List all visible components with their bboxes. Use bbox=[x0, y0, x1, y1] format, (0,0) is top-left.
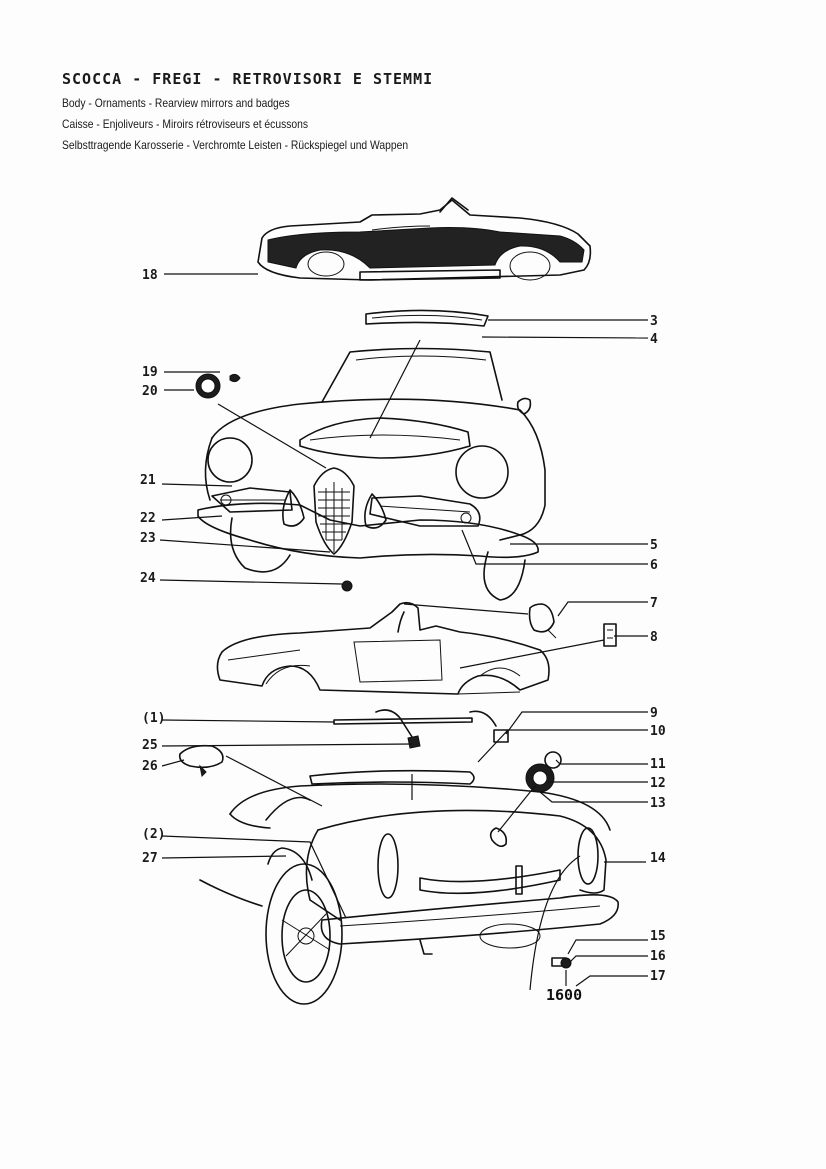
model-badge-text: 1600 bbox=[546, 986, 582, 1004]
callout-16: 16 bbox=[650, 949, 666, 964]
callout-25: 25 bbox=[142, 738, 158, 753]
callout-12: 12 bbox=[650, 776, 666, 791]
callout-1-paren: (1) bbox=[142, 711, 165, 726]
body-shell-icon bbox=[216, 601, 617, 695]
callout-27: 27 bbox=[142, 851, 158, 866]
callout-10: 10 bbox=[650, 724, 666, 739]
callout-13: 13 bbox=[650, 796, 666, 811]
front-view-car-icon bbox=[197, 347, 546, 601]
callout-5: 5 bbox=[650, 538, 658, 553]
trim-strip-icon bbox=[333, 709, 509, 749]
mirror-icon bbox=[178, 744, 224, 778]
callout-15: 15 bbox=[650, 929, 666, 944]
callout-22: 22 bbox=[140, 511, 156, 526]
page-title: SCOCCA - FREGI - RETROVISORI E STEMMI bbox=[62, 70, 434, 88]
callout-23: 23 bbox=[140, 531, 156, 546]
callout-6: 6 bbox=[650, 558, 658, 573]
callout-18: 18 bbox=[142, 268, 158, 283]
callout-7: 7 bbox=[650, 596, 658, 611]
callout-19: 19 bbox=[142, 365, 158, 380]
subtitle-french: Caisse - Enjoliveurs - Miroirs rétrovise… bbox=[62, 117, 309, 131]
hood-scoop-icon bbox=[365, 309, 489, 327]
badge-icon bbox=[195, 373, 353, 592]
callout-4: 4 bbox=[650, 332, 658, 347]
callout-26: 26 bbox=[142, 759, 158, 774]
callout-3: 3 bbox=[650, 314, 658, 329]
callout-17: 17 bbox=[650, 969, 666, 984]
callout-21: 21 bbox=[140, 473, 156, 488]
callout-20: 20 bbox=[142, 384, 158, 399]
callout-14: 14 bbox=[650, 851, 666, 866]
callout-24: 24 bbox=[140, 571, 156, 586]
callout-11: 11 bbox=[650, 757, 666, 772]
leader-lines bbox=[159, 273, 649, 991]
callout-labels: 18 3 4 19 20 21 22 23 24 5 6 7 8 (1) 25 … bbox=[140, 268, 666, 984]
grille-icon bbox=[313, 467, 355, 555]
callout-9: 9 bbox=[650, 706, 658, 721]
side-view-car-icon bbox=[257, 197, 592, 281]
callout-8: 8 bbox=[650, 630, 658, 645]
subtitle-english: Body - Ornaments - Rearview mirrors and … bbox=[62, 96, 290, 110]
rear-view-car-icon bbox=[199, 751, 619, 1005]
callout-2-paren: (2) bbox=[142, 827, 165, 842]
subtitle-german: Selbsttragende Karosserie - Verchromte L… bbox=[62, 138, 409, 152]
